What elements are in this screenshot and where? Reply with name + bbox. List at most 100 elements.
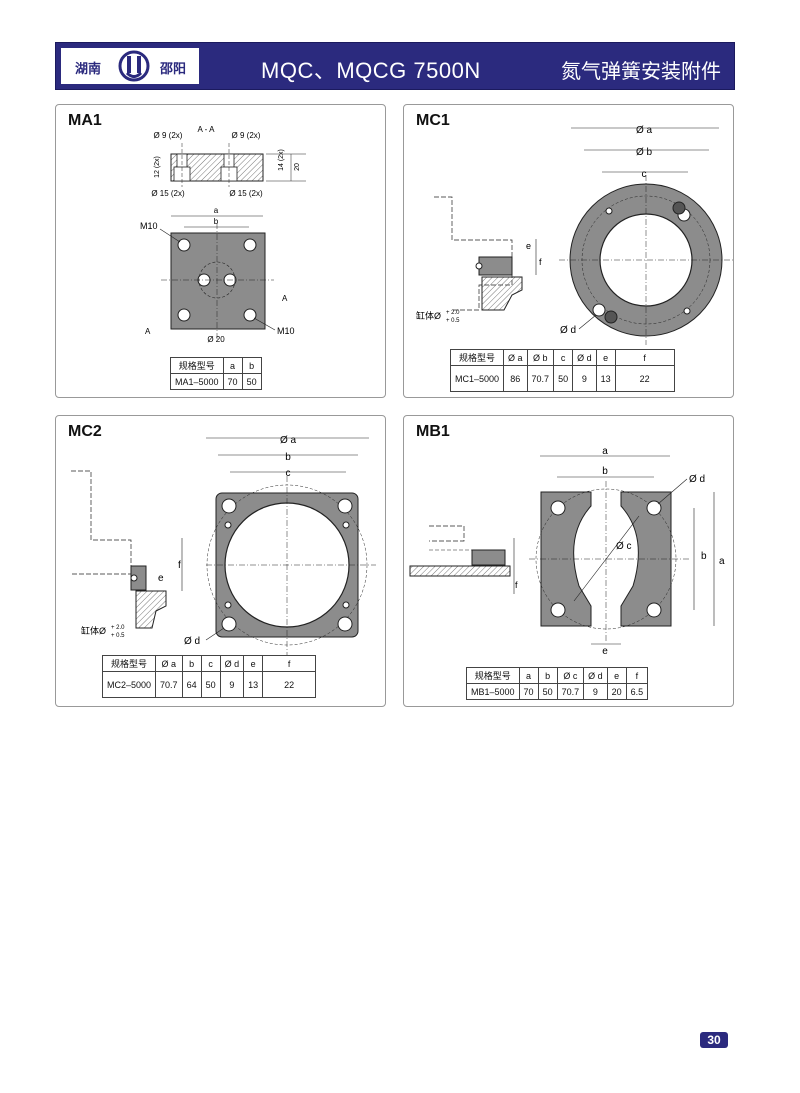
panel-mc2-label: MC2 bbox=[68, 423, 102, 440]
mc2-col-e: e bbox=[243, 655, 264, 672]
table-cell: 13 bbox=[243, 671, 264, 698]
mb1-dim-f: f bbox=[515, 580, 518, 590]
mc2-col-d: Ø d bbox=[219, 655, 245, 672]
table-cell: 86 bbox=[503, 365, 528, 392]
mc2-dim-e: e bbox=[158, 573, 164, 584]
page-header: 湖南 邵阳 MQC、MQCG 7500N 氮气弹簧安装附件 bbox=[55, 42, 735, 90]
ma1-col-b: b bbox=[241, 357, 262, 374]
logo-right-text: 邵阳 bbox=[160, 61, 187, 76]
table-cell: 50 bbox=[200, 671, 221, 698]
ma1-col-model: 规格型号 bbox=[170, 357, 224, 374]
ma1-cb-right-label: Ø 15 (2x) bbox=[229, 189, 263, 198]
panel-mb1-label: MB1 bbox=[416, 423, 450, 440]
table-cell: 22 bbox=[262, 671, 317, 698]
table-cell: 70.7 bbox=[556, 683, 585, 700]
mc1-bore-tol-plus: + 2.0 bbox=[446, 310, 460, 316]
mc1-col-a: Ø a bbox=[503, 349, 528, 366]
mc2-col-model: 规格型号 bbox=[101, 655, 157, 672]
mc1-dim-b: Ø b bbox=[636, 147, 653, 158]
mb1-col-d: Ø d bbox=[583, 667, 608, 684]
table-cell: 9 bbox=[219, 671, 245, 698]
table-cell: 13 bbox=[595, 365, 616, 392]
mc2-col-a: Ø a bbox=[155, 655, 183, 672]
mb1-dim-b-side: b bbox=[701, 551, 707, 562]
ma1-counterbore-label: 12 (2x) bbox=[154, 156, 161, 178]
ma1-hole-left-label: Ø 9 (2x) bbox=[154, 131, 183, 140]
panel-mb1: MB1 a b Ø c Ø d b a e f 规格型号 a bbox=[403, 415, 734, 707]
mc2-spec-table: 规格型号 Ø a b c Ø d e f MC2–5000 70.7 64 50… bbox=[101, 655, 317, 698]
mc2-dim-b: b bbox=[285, 452, 291, 463]
mb1-spec-table: 规格型号 a b Ø c Ø d e f MB1–5000 70 50 70.7… bbox=[466, 667, 649, 700]
ma1-center-dim: Ø 20 bbox=[207, 335, 225, 344]
ma1-depth-label: 14 (2x) bbox=[278, 149, 285, 171]
mb1-dim-a-side: a bbox=[719, 556, 725, 567]
mb1-col-f: f bbox=[625, 667, 649, 684]
ma1-hole-right-label: Ø 9 (2x) bbox=[232, 131, 261, 140]
table-cell: 50 bbox=[241, 373, 262, 390]
ma1-section-label: A - A bbox=[198, 125, 216, 134]
panel-ma1-label: MA1 bbox=[68, 112, 102, 129]
mc2-dim-d: Ø d bbox=[184, 636, 200, 647]
logo-mark-icon bbox=[118, 50, 150, 82]
mb1-dim-c: Ø c bbox=[616, 541, 632, 552]
table-cell: MB1–5000 bbox=[466, 683, 520, 700]
mc1-dim-c: c bbox=[642, 169, 647, 180]
mb1-dim-d: Ø d bbox=[689, 474, 705, 485]
ma1-thread-1: M10 bbox=[140, 221, 158, 231]
table-cell: 50 bbox=[553, 365, 574, 392]
logo-left-text: 湖南 bbox=[75, 61, 102, 76]
ma1-section-mark-1: A bbox=[282, 294, 288, 303]
company-logo: 湖南 邵阳 bbox=[60, 47, 200, 85]
ma1-spec-table: 规格型号 a b MA1–5000 70 50 bbox=[170, 357, 262, 390]
mc2-bore-tol-minus: + 0.5 bbox=[111, 633, 125, 639]
mc2-dim-f: f bbox=[178, 560, 181, 571]
page-title: MQC、MQCG 7500N bbox=[261, 58, 481, 83]
mc1-dim-d: Ø d bbox=[560, 325, 576, 336]
mc1-col-d: Ø d bbox=[572, 349, 597, 366]
panel-mc2: MC2 Ø a b c Ø d e f 缸体Ø + 2.0 + 0.5 bbox=[55, 415, 386, 707]
mc1-col-f: f bbox=[614, 349, 675, 366]
ma1-dim-b: b bbox=[214, 217, 219, 226]
mc2-dim-c: c bbox=[286, 468, 291, 479]
ma1-dim-a: a bbox=[214, 206, 219, 215]
mc1-dim-e: e bbox=[526, 241, 531, 251]
table-cell: 9 bbox=[572, 365, 597, 392]
mc2-col-c: c bbox=[200, 655, 221, 672]
mc2-bore-label: 缸体Ø bbox=[81, 625, 106, 636]
ma1-drawing: A - A Ø 9 (2x) Ø 9 (2x) 14 (2x) 20 12 (2… bbox=[140, 125, 306, 344]
ma1-col-a: a bbox=[222, 357, 243, 374]
mc1-dim-a: Ø a bbox=[636, 125, 653, 136]
mc1-col-e: e bbox=[595, 349, 616, 366]
table-cell: 20 bbox=[606, 683, 627, 700]
mb1-dim-e: e bbox=[602, 646, 608, 657]
ma1-section-mark-2: A bbox=[145, 327, 151, 336]
table-row: MB1–5000 70 50 70.7 9 20 6.5 bbox=[466, 683, 649, 700]
mc1-bore-tol-minus: + 0.5 bbox=[446, 318, 460, 324]
mb1-col-model: 规格型号 bbox=[466, 667, 520, 684]
table-cell: 70.7 bbox=[526, 365, 555, 392]
panel-mc1: MC1 Ø a Ø b c Ø d e f 缸体Ø + 2.0 + 0.5 规 bbox=[403, 104, 734, 398]
page-subtitle: 氮气弹簧安装附件 bbox=[561, 61, 721, 83]
table-cell: 64 bbox=[181, 671, 202, 698]
mc2-col-b: b bbox=[181, 655, 202, 672]
table-row: MC1–5000 86 70.7 50 9 13 22 bbox=[449, 365, 675, 392]
table-cell: 70.7 bbox=[155, 671, 183, 698]
table-cell: MA1–5000 bbox=[170, 373, 224, 390]
table-cell: 6.5 bbox=[625, 683, 649, 700]
table-cell: 70 bbox=[222, 373, 243, 390]
mc1-bore-label: 缸体Ø bbox=[416, 310, 441, 321]
table-cell: 22 bbox=[614, 365, 675, 392]
mb1-dim-b-top: b bbox=[602, 466, 608, 477]
mc1-col-b: Ø b bbox=[526, 349, 555, 366]
table-row: MC2–5000 70.7 64 50 9 13 22 bbox=[101, 671, 317, 698]
table-row: MA1–5000 70 50 bbox=[170, 373, 262, 390]
mc2-col-f: f bbox=[262, 655, 317, 672]
mb1-col-b: b bbox=[537, 667, 558, 684]
ma1-cb-left-label: Ø 15 (2x) bbox=[151, 189, 185, 198]
table-cell: MC2–5000 bbox=[101, 671, 157, 698]
ma1-thickness-label: 20 bbox=[294, 163, 301, 171]
mc1-dim-f: f bbox=[539, 257, 542, 267]
mb1-half-right bbox=[620, 491, 672, 627]
mc1-col-model: 规格型号 bbox=[449, 349, 505, 366]
mb1-drawing: a b Ø c Ø d b a e f bbox=[409, 446, 725, 657]
